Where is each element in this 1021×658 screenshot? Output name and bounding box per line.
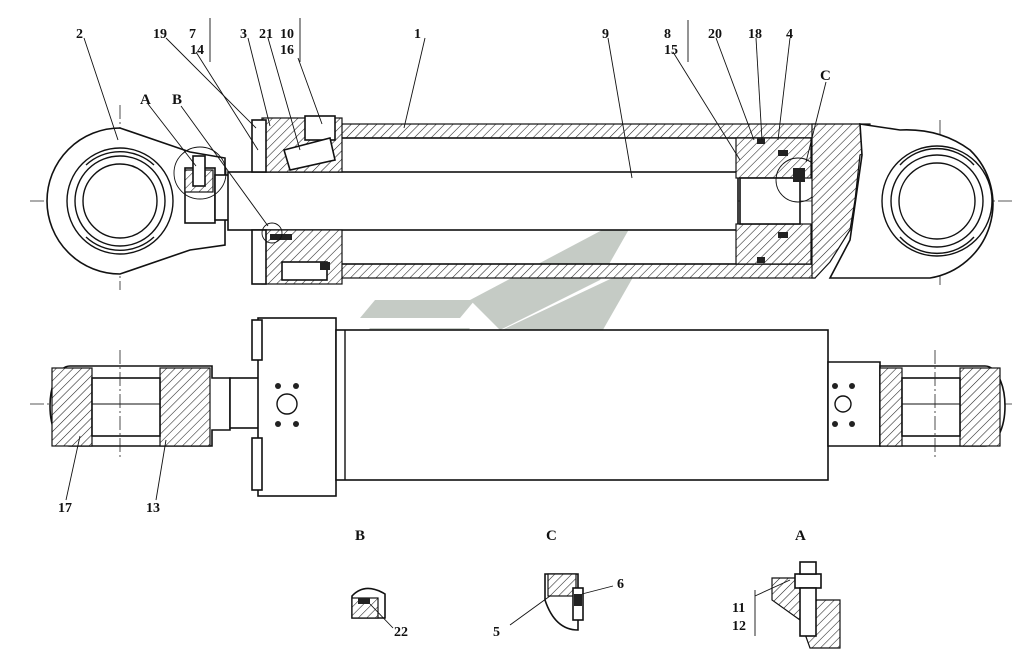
detail-marker-b: B	[172, 92, 182, 108]
callout-5: 5	[493, 625, 500, 640]
detail-view-b	[351, 587, 394, 629]
callout-labels: 1 2 3 4 5 6 7 8 9 10 11 12 13 14 15 16 1…	[58, 27, 793, 640]
callout-4: 4	[786, 27, 793, 42]
callout-15: 15	[664, 43, 678, 58]
callout-16: 16	[280, 43, 294, 58]
callout-22: 22	[394, 625, 408, 640]
detail-marker-a: A	[140, 92, 151, 108]
callout-12: 12	[732, 619, 746, 634]
callout-1: 1	[414, 27, 421, 42]
detail-view-c	[509, 573, 614, 631]
cylinder-tube	[339, 123, 816, 279]
detail-title-c: C	[546, 528, 557, 544]
detail-view-a	[754, 561, 841, 649]
callout-17: 17	[58, 501, 72, 516]
detail-markers: A B C B C A	[140, 68, 831, 544]
callout-21: 21	[259, 27, 273, 42]
callout-20: 20	[708, 27, 722, 42]
gland-head	[251, 115, 343, 285]
bottom-outer-view	[30, 317, 1015, 497]
callout-14: 14	[190, 43, 204, 58]
piston-rod	[227, 171, 739, 231]
left-rod-eye	[46, 127, 231, 275]
callout-3: 3	[240, 27, 247, 42]
callout-19: 19	[153, 27, 167, 42]
callout-6: 6	[617, 577, 624, 592]
end-cap	[811, 123, 994, 279]
callout-8: 8	[664, 27, 671, 42]
callout-13: 13	[146, 501, 160, 516]
leader-lines	[65, 18, 827, 501]
callout-7: 7	[189, 27, 196, 42]
detail-title-a: A	[795, 528, 806, 544]
piston	[735, 137, 812, 265]
callout-9: 9	[602, 27, 609, 42]
detail-title-b: B	[355, 528, 365, 544]
top-section-view	[30, 105, 1015, 290]
callout-2: 2	[76, 27, 83, 42]
callout-10: 10	[280, 27, 294, 42]
callout-18: 18	[748, 27, 762, 42]
detail-marker-c: C	[820, 68, 831, 84]
callout-11: 11	[732, 601, 745, 616]
